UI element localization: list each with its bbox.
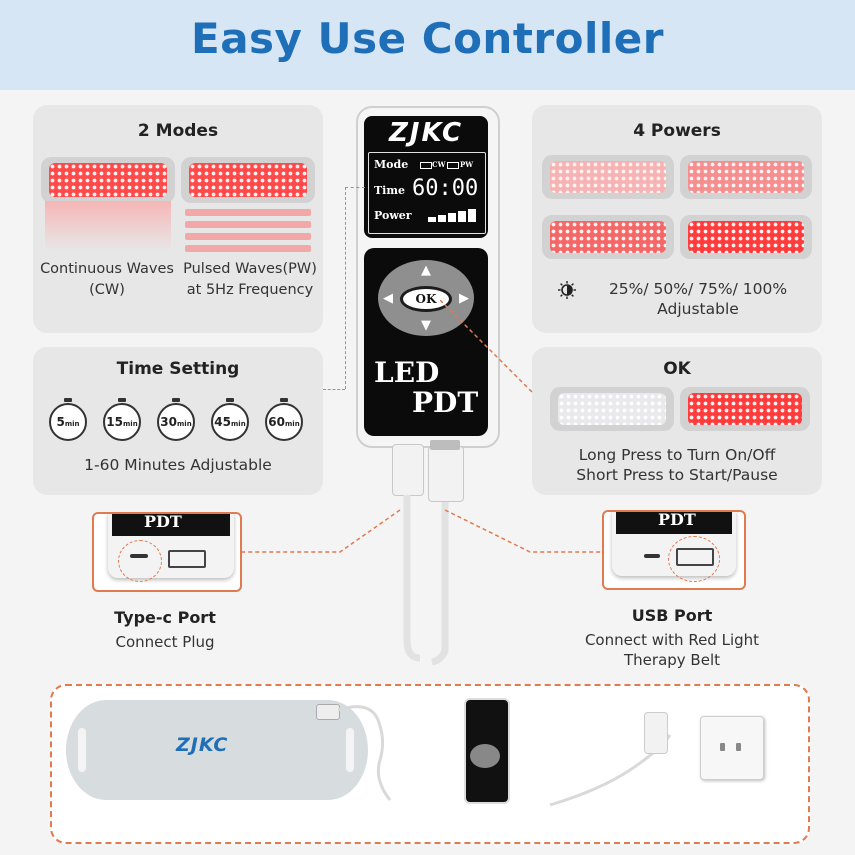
connector-line [345,187,365,188]
powers-panel: 4 Powers 25%/ 50%/ 75%/ 100% Adjustable [532,105,822,333]
type-c-plug [392,444,424,496]
timer-icon: 15min [103,398,141,441]
cw-battery-icon [420,162,432,169]
pw-caption: Pulsed Waves(PW) at 5Hz Frequency [183,261,317,298]
lcd-screen: ZJKC Mode CW PW Time 60:00 Power [364,116,488,238]
ok-button[interactable]: OK [400,286,452,312]
type-c-title: Type-c Port [114,608,216,627]
lcd-frame [368,152,486,234]
power-levels: 25%/ 50%/ 75%/ 100% [608,280,788,298]
type-c-highlight [118,540,162,582]
ok-connector [440,300,533,393]
pdt-print: PDT [658,510,696,529]
up-button[interactable]: ▲ [421,263,431,278]
usb-title: USB Port [631,606,713,625]
belt-connector [316,704,340,720]
time-readout: 60:00 [412,176,479,201]
keypad: ▲ ▼ ◀ ▶ OK LED PDT [364,248,488,436]
ok-panel: OK Long Press to Turn On/Off Short Press… [532,347,822,495]
time-label: Time [374,184,406,197]
belt-strap-slot [346,728,354,772]
timer-icon: 45min [211,398,249,441]
powers-caption: Adjustable [657,300,739,318]
brand-logo: ZJKC [388,118,464,148]
left-button[interactable]: ◀ [383,291,393,306]
pulse-stripe [185,209,311,216]
on-light-pad [680,387,810,431]
time-setting-caption: 1-60 Minutes Adjustable [84,456,272,474]
usb-callout: PDT [602,510,746,590]
device-top [616,512,732,534]
pdt-print: PDT [144,512,182,531]
usb-line1: Connect with Red Light [584,631,760,649]
usb-socket-side [168,550,206,568]
cw-caption: Continuous Waves (CW) [40,261,174,298]
usb-highlight [668,536,720,582]
belt-cable [337,705,392,801]
pw-indicator: PW [460,160,474,169]
timer-icon: 60min [265,398,303,441]
connector-line [323,389,345,390]
mode-label: Mode [374,158,409,171]
power-100-pad [680,215,812,259]
powers-title: 4 Powers [633,121,721,141]
usb-plug-metal [430,440,460,450]
pw-battery-icon [447,162,459,169]
pdt-label: PDT [412,386,479,419]
cw-light-pad [41,157,175,203]
time-setting-panel: Time Setting 5min 15min 30min 45min 60mi… [33,347,323,495]
belt-logo: ZJKC [176,734,229,756]
pulse-stripe [185,233,311,240]
usb-plug [428,446,464,502]
brightness-icon [558,281,576,299]
type-c-callout: PDT [92,512,242,592]
timer-icon: 30min [157,398,195,441]
device-top [112,514,230,536]
power-label: Power [374,209,412,222]
pw-light-pad [181,157,315,203]
modes-title: 2 Modes [137,121,219,141]
modes-panel: 2 Modes Continuous Waves (CW) Pulsed Wav… [33,105,323,333]
led-label: LED [374,356,440,389]
down-button[interactable]: ▼ [421,318,431,333]
right-button[interactable]: ▶ [459,291,469,306]
cables [403,495,449,665]
power-50-pad [680,155,812,199]
usb-line2: Therapy Belt [624,651,720,669]
time-setting-title: Time Setting [116,359,240,379]
belt-waist [150,700,280,800]
power-adapter [644,712,668,754]
port-connectors [240,509,602,553]
page-title: Easy Use Controller [191,14,664,63]
wall-socket [700,716,764,780]
power-75-pad [542,215,674,259]
mini-controller-keys [470,744,500,768]
type-c-sub: Connect Plug [115,633,215,651]
off-light-pad [550,387,674,431]
connector-line [345,187,346,389]
pulse-stripe [185,221,311,228]
ok-line2: Short Press to Start/Pause [576,466,778,484]
socket-holes [718,740,744,754]
ok-line1: Long Press to Turn On/Off [578,446,776,464]
type-c-socket-side [644,554,660,558]
belt-strap-slot [78,728,86,772]
pulse-stripe [185,245,311,252]
power-25-pad [542,155,674,199]
timer-icon: 5min [49,398,87,441]
header-banner [0,0,855,90]
cw-indicator: CW [432,160,446,169]
ok-title: OK [663,359,691,379]
power-bars [428,208,478,222]
cw-glow [45,201,171,251]
